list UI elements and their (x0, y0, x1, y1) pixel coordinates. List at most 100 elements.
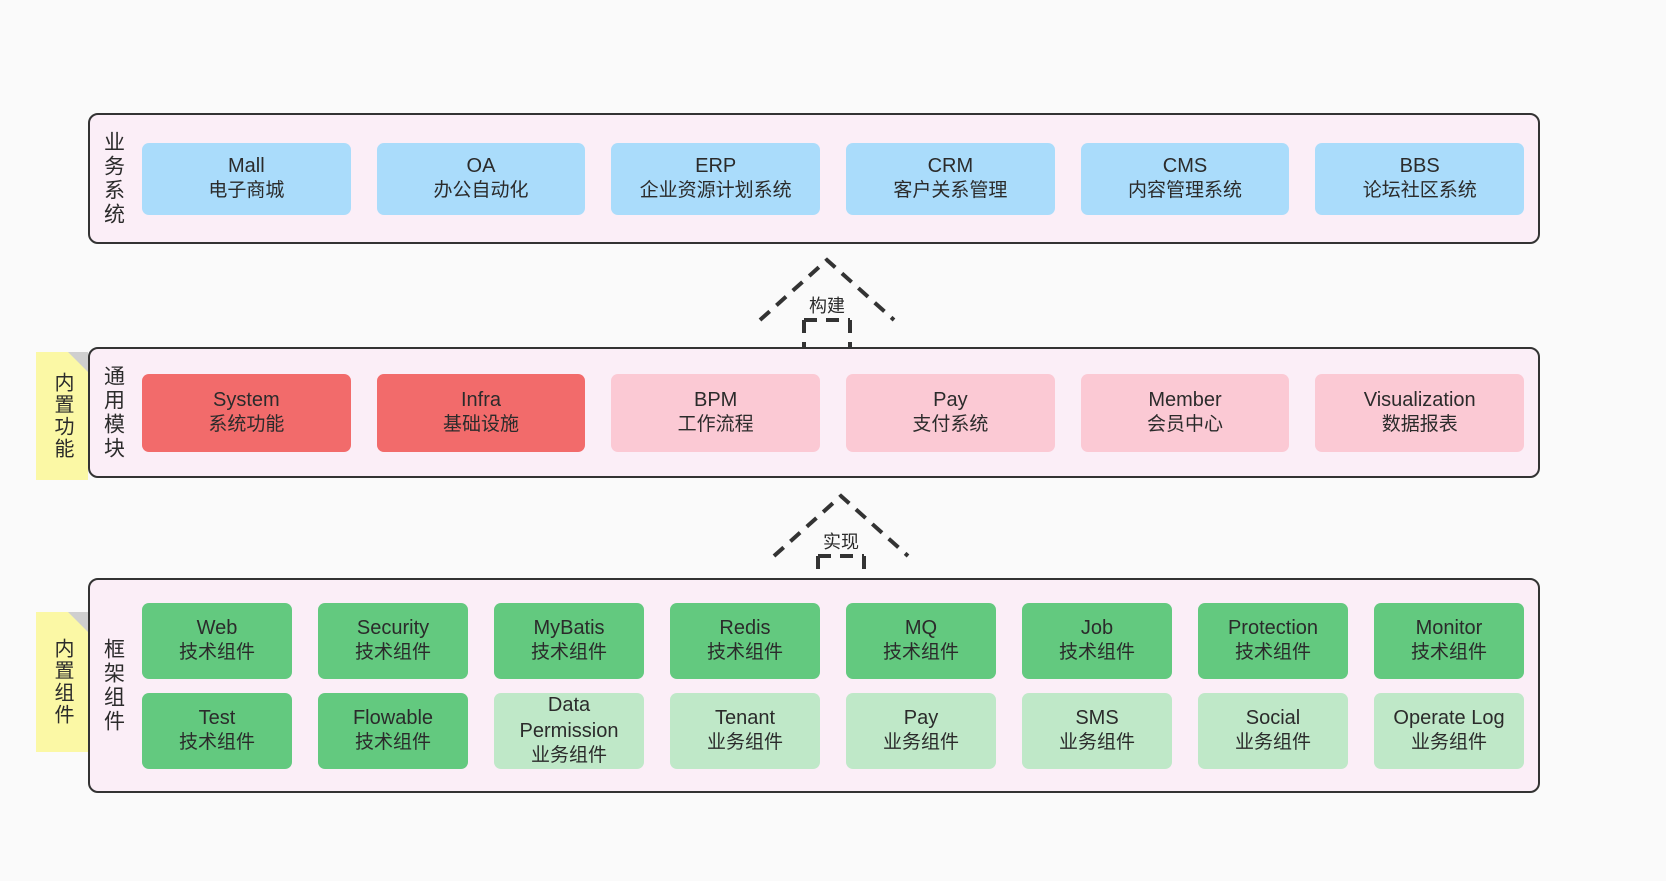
card-bpm[interactable]: BPM 工作流程 (611, 373, 821, 452)
card-crm-desc: 客户关系管理 (893, 180, 1008, 202)
card-test-desc: 技术组件 (178, 732, 255, 754)
common-module-cards: System 系统功能 Infra 基础设施 BPM 工作流程 Pay 支付系统… (136, 349, 1538, 476)
card-pay-module[interactable]: Pay 支付系统 (846, 373, 1055, 452)
card-mq-name: MQ (904, 616, 938, 639)
card-social[interactable]: Social 业务组件 (1198, 692, 1348, 769)
card-sms[interactable]: SMS 业务组件 (1022, 692, 1172, 769)
card-mq-desc: 技术组件 (882, 642, 959, 664)
card-oa-name: OA (466, 154, 496, 177)
framework-component-layer: 框架组件 Web 技术组件 Security 技术组件 MyBatis 技术组件… (88, 578, 1540, 793)
card-pay-component[interactable]: Pay 业务组件 (846, 692, 996, 769)
card-operate-log-desc: 业务组件 (1410, 732, 1487, 754)
card-flowable[interactable]: Flowable 技术组件 (318, 692, 468, 769)
card-job[interactable]: Job 技术组件 (1022, 602, 1172, 679)
card-data-permission[interactable]: Data Permission 业务组件 (494, 692, 644, 769)
card-mq[interactable]: MQ 技术组件 (846, 602, 996, 679)
card-flowable-name: Flowable (352, 706, 434, 729)
card-oa-desc: 办公自动化 (433, 180, 529, 202)
card-tenant[interactable]: Tenant 业务组件 (670, 692, 820, 769)
card-tenant-name: Tenant (714, 706, 776, 729)
card-data-permission-name: Data (547, 694, 591, 717)
common-module-layer: 通用模块 System 系统功能 Infra 基础设施 BPM 工作流程 Pay (88, 347, 1540, 478)
card-mybatis[interactable]: MyBatis 技术组件 (494, 602, 644, 679)
card-protection-desc: 技术组件 (1234, 642, 1311, 664)
card-operate-log[interactable]: Operate Log 业务组件 (1374, 692, 1524, 769)
card-erp-desc: 企业资源计划系统 (639, 180, 792, 202)
card-infra[interactable]: Infra 基础设施 (376, 373, 586, 452)
card-system[interactable]: System 系统功能 (142, 373, 351, 452)
card-bbs-desc: 论坛社区系统 (1362, 180, 1477, 202)
card-pay-module-name: Pay (933, 388, 968, 411)
card-test-name: Test (198, 706, 236, 729)
sticky-note-builtin-features-label: 内置功能 (51, 372, 73, 460)
card-member-name: Member (1148, 388, 1222, 411)
card-security[interactable]: Security 技术组件 (318, 602, 468, 679)
card-redis[interactable]: Redis 技术组件 (670, 602, 820, 679)
card-operate-log-name: Operate Log (1393, 706, 1505, 729)
card-flowable-desc: 技术组件 (354, 732, 431, 754)
card-mall-name: Mall (228, 154, 265, 177)
card-test[interactable]: Test 技术组件 (142, 692, 292, 769)
card-mybatis-desc: 技术组件 (530, 642, 607, 664)
card-sms-desc: 业务组件 (1058, 732, 1135, 754)
card-infra-name: Infra (460, 388, 502, 411)
card-member-desc: 会员中心 (1147, 414, 1224, 436)
card-social-desc: 业务组件 (1234, 732, 1311, 754)
framework-component-row-1: Web 技术组件 Security 技术组件 MyBatis 技术组件 Redi… (142, 602, 1524, 679)
framework-component-row-2: Test 技术组件 Flowable 技术组件 Data Permission … (142, 692, 1524, 769)
framework-component-layer-title: 框架组件 (101, 637, 125, 734)
sticky-note-builtin-components: 内置组件 (36, 612, 88, 752)
card-cms[interactable]: CMS 内容管理系统 (1080, 142, 1290, 215)
card-pay-component-name: Pay (903, 706, 939, 729)
card-protection[interactable]: Protection 技术组件 (1198, 602, 1348, 679)
card-web[interactable]: Web 技术组件 (142, 602, 292, 679)
business-system-layer-title: 业务系统 (101, 130, 125, 227)
card-mall[interactable]: Mall 电子商城 (142, 142, 351, 215)
card-visualization-desc: 数据报表 (1381, 414, 1458, 436)
sticky-note-builtin-components-label: 内置组件 (51, 638, 73, 726)
card-job-name: Job (1080, 616, 1114, 639)
card-security-name: Security (356, 616, 430, 639)
card-erp-name: ERP (695, 154, 737, 177)
card-sms-name: SMS (1075, 706, 1119, 729)
card-visualization[interactable]: Visualization 数据报表 (1315, 373, 1525, 452)
card-visualization-name: Visualization (1363, 388, 1476, 411)
business-system-cards: Mall 电子商城 OA 办公自动化 ERP 企业资源计划系统 CRM 客户关系… (136, 115, 1538, 242)
card-bbs[interactable]: BBS 论坛社区系统 (1315, 142, 1525, 215)
card-monitor-name: Monitor (1415, 616, 1483, 639)
generalization-arrow-build: 构建 (752, 252, 902, 350)
card-bpm-desc: 工作流程 (677, 414, 754, 436)
card-tenant-desc: 业务组件 (706, 732, 783, 754)
common-module-row: System 系统功能 Infra 基础设施 BPM 工作流程 Pay 支付系统… (142, 373, 1525, 452)
card-security-desc: 技术组件 (354, 642, 431, 664)
card-redis-name: Redis (719, 616, 771, 639)
card-system-name: System (212, 388, 280, 411)
arrow-head-build (758, 257, 896, 322)
card-crm[interactable]: CRM 客户关系管理 (846, 142, 1055, 215)
card-redis-desc: 技术组件 (706, 642, 783, 664)
card-bbs-name: BBS (1399, 154, 1440, 177)
card-data-permission-name2: Permission (519, 719, 619, 742)
card-monitor[interactable]: Monitor 技术组件 (1374, 602, 1524, 679)
card-crm-name: CRM (927, 154, 974, 177)
card-mybatis-name: MyBatis (533, 616, 605, 639)
card-bpm-name: BPM (694, 388, 738, 411)
card-oa[interactable]: OA 办公自动化 (376, 142, 586, 215)
common-module-layer-title: 通用模块 (101, 364, 125, 461)
card-cms-name: CMS (1162, 154, 1208, 177)
arrow-head-implement (772, 493, 910, 558)
card-system-desc: 系统功能 (208, 414, 285, 436)
card-mall-desc: 电子商城 (208, 180, 285, 202)
card-member[interactable]: Member 会员中心 (1080, 373, 1290, 452)
card-data-permission-desc: 业务组件 (530, 744, 607, 766)
card-cms-desc: 内容管理系统 (1128, 180, 1243, 202)
card-erp[interactable]: ERP 企业资源计划系统 (611, 142, 821, 215)
business-system-row: Mall 电子商城 OA 办公自动化 ERP 企业资源计划系统 CRM 客户关系… (142, 142, 1525, 215)
card-job-desc: 技术组件 (1058, 642, 1135, 664)
arrow-label-implement: 实现 (821, 528, 861, 554)
framework-component-cards: Web 技术组件 Security 技术组件 MyBatis 技术组件 Redi… (136, 580, 1538, 791)
card-pay-module-desc: 支付系统 (912, 414, 989, 436)
card-web-name: Web (196, 616, 238, 639)
card-infra-desc: 基础设施 (443, 414, 520, 436)
card-monitor-desc: 技术组件 (1410, 642, 1487, 664)
